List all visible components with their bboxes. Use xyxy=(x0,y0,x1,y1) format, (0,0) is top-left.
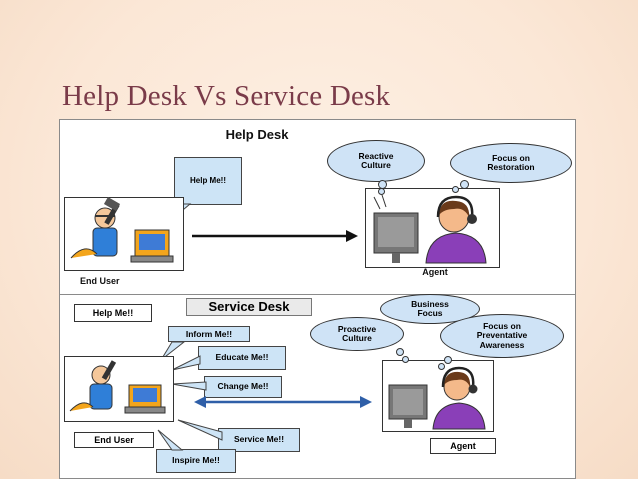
cloud-puff xyxy=(402,356,409,363)
service-desk-agent-image xyxy=(382,360,494,432)
service-desk-end-user-image xyxy=(64,356,174,422)
cloud-puff xyxy=(396,348,404,356)
help-desk-agent-label: Agent xyxy=(422,267,448,277)
proactive-culture-cloud: Proactive Culture xyxy=(310,317,404,351)
service-desk-agent-label: Agent xyxy=(430,438,496,454)
frustrated-user-icon xyxy=(70,197,174,263)
help-desk-end-user-label: End User xyxy=(80,276,120,286)
slide-title: Help Desk Vs Service Desk xyxy=(62,80,391,112)
help-desk-arrow xyxy=(192,230,358,242)
help-desk-agent-image xyxy=(365,188,500,268)
help-desk-end-user-image xyxy=(64,197,184,271)
change-me-callout: Change Me!! xyxy=(204,376,282,398)
cloud-puff xyxy=(378,188,385,195)
comparison-diagram: Help Desk Help Me!! End User xyxy=(59,119,576,479)
inspire-me-callout: Inspire Me!! xyxy=(156,449,236,473)
help-me-box: Help Me!! xyxy=(74,304,152,322)
frustrated-user-icon xyxy=(69,360,166,414)
educate-me-callout: Educate Me!! xyxy=(198,346,286,370)
cloud-puff xyxy=(460,180,469,189)
reactive-culture-cloud: Reactive Culture xyxy=(327,140,425,182)
focus-on-restoration-cloud: Focus on Restoration xyxy=(450,143,572,183)
service-desk-two-way-arrow xyxy=(194,396,372,408)
section-divider xyxy=(60,294,575,295)
inform-me-callout: Inform Me!! xyxy=(168,326,250,342)
cloud-puff xyxy=(452,186,459,193)
service-desk-end-user-label: End User xyxy=(74,432,154,448)
service-desk-heading: Service Desk xyxy=(186,298,312,316)
service-callout-tails xyxy=(157,341,223,451)
help-me-callout: Help Me!! xyxy=(174,157,242,205)
help-desk-heading: Help Desk xyxy=(225,127,289,142)
cloud-puff xyxy=(444,356,452,364)
service-me-callout: Service Me!! xyxy=(218,428,300,452)
agent-icon xyxy=(388,366,486,430)
agent-icon xyxy=(373,194,487,264)
focus-on-preventative-awareness-cloud: Focus on Preventative Awareness xyxy=(440,314,564,358)
cloud-puff xyxy=(438,363,445,370)
